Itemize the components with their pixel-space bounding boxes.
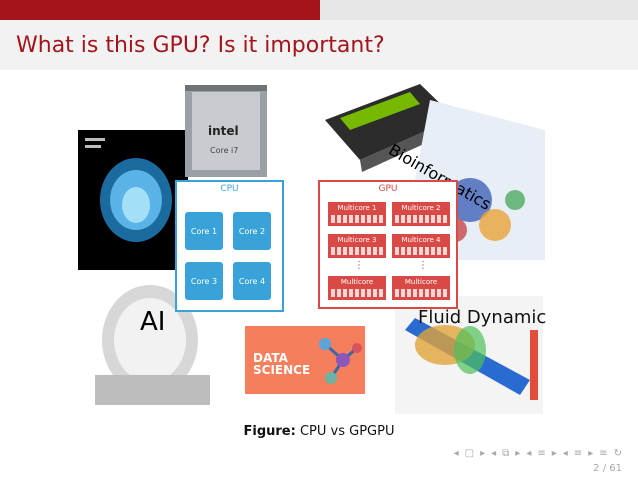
subsection-icon: ⧉ bbox=[502, 448, 510, 459]
ai-label: AI bbox=[140, 307, 166, 337]
cpu-core: Core 1 bbox=[185, 212, 223, 250]
gpu-multicore-cells bbox=[331, 289, 383, 297]
data-science-image: DATA SCIENCE bbox=[245, 326, 365, 394]
section-prev-icon[interactable]: ◂ bbox=[526, 448, 532, 459]
gpu-multicore-label: Multicore 4 bbox=[401, 236, 441, 244]
beamer-navigation: ◂ ▢ ▸ ◂ ⧉ ▸ ◂ ≡ ▸ ◂ ≡ ▸ ≡ ↻ bbox=[454, 448, 622, 459]
gpu-multicore-cells bbox=[331, 247, 383, 255]
gpu-diagram: GPU Multicore 1 Multicore 2 Multicore 3 … bbox=[318, 180, 458, 309]
page-number: 2 / 61 bbox=[593, 463, 622, 474]
section-next-icon[interactable]: ▸ bbox=[551, 448, 557, 459]
gpu-multicore-cells bbox=[395, 247, 447, 255]
gpu-multicore: Multicore 1 bbox=[328, 202, 386, 226]
fluid-dynamic-image bbox=[395, 296, 543, 414]
gpu-multicore: Multicore 3 bbox=[328, 234, 386, 258]
slide-icon: ≡ bbox=[573, 448, 583, 459]
mri-brain-image bbox=[78, 130, 188, 270]
cpu-core: Core 3 bbox=[185, 262, 223, 300]
cpu-title: CPU bbox=[220, 184, 239, 194]
search-icon[interactable]: ↻ bbox=[613, 448, 622, 459]
intel-logo: intel bbox=[208, 124, 239, 138]
data-science-network-icon bbox=[319, 338, 362, 384]
gpu-ellipsis: ⋮ bbox=[418, 260, 428, 271]
subsection-next-icon[interactable]: ▸ bbox=[515, 448, 521, 459]
frame-icon: ▢ bbox=[464, 448, 475, 459]
frame-next-icon[interactable]: ▸ bbox=[480, 448, 486, 459]
gpu-multicore-cells bbox=[395, 289, 447, 297]
gpu-ellipsis: ⋮ bbox=[354, 260, 364, 271]
slide-title: What is this GPU? Is it important? bbox=[16, 33, 385, 58]
gpu-multicore-label: Multicore 2 bbox=[401, 204, 441, 212]
figure-caption: Figure: CPU vs GPGPU bbox=[0, 424, 638, 439]
figure-caption-prefix: Figure: bbox=[243, 424, 296, 439]
top-bar-left bbox=[0, 0, 320, 20]
gpu-multicore-cells bbox=[331, 215, 383, 223]
cpu-core: Core 4 bbox=[233, 262, 271, 300]
gpu-multicore: Multicore bbox=[328, 276, 386, 300]
gpu-title: GPU bbox=[378, 184, 398, 194]
slide-next-icon[interactable]: ▸ bbox=[588, 448, 594, 459]
top-bar-right bbox=[320, 0, 638, 20]
gpu-multicore-label: Multicore 1 bbox=[337, 204, 377, 212]
data-science-line2: SCIENCE bbox=[253, 363, 311, 377]
cpu-diagram: CPU Core 1 Core 2 Core 3 Core 4 bbox=[175, 180, 284, 312]
figure-caption-text: CPU vs GPGPU bbox=[299, 424, 395, 439]
frame-prev-icon[interactable]: ◂ bbox=[453, 448, 459, 459]
ai-robot-image bbox=[95, 285, 210, 405]
gpu-multicore: Multicore 4 bbox=[392, 234, 450, 258]
fluid-dynamic-label: Fluid Dynamic bbox=[418, 307, 547, 328]
data-science-text: DATA SCIENCE bbox=[253, 352, 310, 376]
gpu-multicore-label: Multicore bbox=[404, 278, 438, 286]
section-icon: ≡ bbox=[537, 448, 546, 459]
toc-icon[interactable]: ≡ bbox=[599, 448, 608, 459]
title-bar bbox=[0, 20, 638, 70]
gpu-multicore-label: Multicore bbox=[340, 278, 374, 286]
subsection-prev-icon[interactable]: ◂ bbox=[491, 448, 497, 459]
gpu-multicore-cells bbox=[395, 215, 447, 223]
intel-model: Core i7 bbox=[210, 146, 239, 155]
slide-prev-icon[interactable]: ◂ bbox=[562, 448, 568, 459]
slide-top-bar bbox=[0, 0, 638, 20]
intel-cpu-image bbox=[185, 85, 267, 177]
data-science-line1: DATA bbox=[253, 351, 288, 365]
gpu-multicore: Multicore 2 bbox=[392, 202, 450, 226]
gpu-multicore: Multicore bbox=[392, 276, 450, 300]
cpu-core: Core 2 bbox=[233, 212, 271, 250]
gpu-multicore-label: Multicore 3 bbox=[337, 236, 377, 244]
